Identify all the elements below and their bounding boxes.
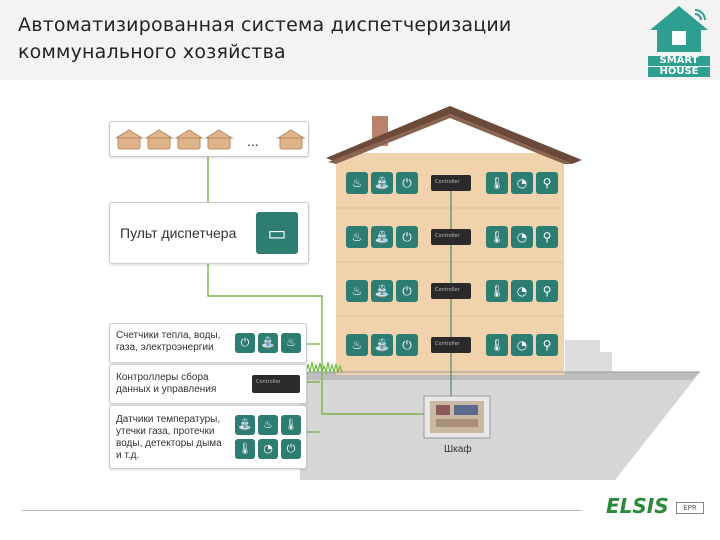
sensors-label-line-2: утечки газа, протечки [116,426,215,437]
houses-panel: ... [109,121,309,157]
logo-text-house: HOUSE [648,67,710,77]
title-line-1: Автоматизированная система диспетчеризац… [18,14,512,36]
plug-icon: ⏻ [396,280,418,302]
controllers-label-line-1: Контроллеры сбора [116,372,209,383]
ground-slab [300,372,700,480]
flame-icon: ♨ [346,280,368,302]
smoke-detector-icon: ◔ [511,280,533,302]
page-title: Автоматизированная система диспетчеризац… [18,12,511,66]
cabinet-label: Шкаф [444,444,472,455]
controller-device-icon: Controller [431,283,471,299]
flame-icon: ♨ [346,226,368,248]
controllers-panel: Контроллеры сбора данных и управления Co… [109,364,307,404]
footer-divider [22,510,582,511]
logo-text-smart: SMART [648,56,710,66]
grass [305,361,343,375]
smart-house-logo: SMART HOUSE [648,4,710,78]
smoke-detector-icon: ◔ [511,334,533,356]
thermometer-icon: 🌡 [486,172,508,194]
thermometer-icon: 🌡 [486,280,508,302]
plug-icon: ⏻ [396,172,418,194]
houses-icons [116,129,306,150]
faucet-icon: ⛲ [258,333,278,353]
faucet-icon: ⛲ [371,334,393,356]
controller-device-icon: Controller [252,375,300,393]
flame-icon: ♨ [346,334,368,356]
dispatcher-panel: Пульт диспетчера ▭ [109,202,309,264]
controllers-label-line-2: данных и управления [116,384,217,395]
faucet-icon: ⛲ [371,280,393,302]
thermometer-icon: 🌡 [486,334,508,356]
plug-icon: ⏻ [396,334,418,356]
sensors-label-line-3: воды, детекторы дыма [116,438,222,449]
plug-icon: ⏻ [281,439,301,459]
controller-device-icon: Controller [431,175,471,191]
house-logo-icon [650,6,708,52]
controller-device-icon: Controller [431,229,471,245]
controller-device-icon: Controller [431,337,471,353]
monitor-icon: ▭ [256,212,298,254]
dispatcher-label: Пульт диспетчера [120,225,237,241]
faucet-icon: ⛲ [371,226,393,248]
flame-icon: ♨ [346,172,368,194]
flame-icon: ♨ [258,415,278,435]
flame-icon: ♨ [281,333,301,353]
sensors-label-line-1: Датчики температуры, [116,414,221,425]
temperature-probe-icon: ⚲ [536,334,558,356]
thermometer-icon: 🌡 [235,439,255,459]
elsis-logo: ELSIS [606,494,669,518]
plug-icon: ⏻ [396,226,418,248]
smoke-detector-icon: ◔ [511,226,533,248]
plug-icon: ⏻ [235,333,255,353]
wires [207,156,428,433]
temperature-probe-icon: ⚲ [536,226,558,248]
faucet-icon: ⛲ [371,172,393,194]
elsis-logo-sub: EPR [676,502,704,514]
temperature-probe-icon: ⚲ [536,280,558,302]
temperature-probe-icon: ⚲ [536,172,558,194]
faucet-icon: ⛲ [235,415,255,435]
houses-ellipsis: ... [247,133,259,149]
smoke-detector-icon: ◔ [258,439,278,459]
meters-label-line-2: газа, электроэнергии [116,342,214,353]
header-bar [0,0,720,80]
meters-label-line-1: Счетчики тепла, воды, [116,330,221,341]
thermometer-icon: 🌡 [281,415,301,435]
sensors-label-line-4: и т.д. [116,450,140,461]
meters-panel: Счетчики тепла, воды, газа, электроэнерг… [109,323,307,363]
smoke-detector-icon: ◔ [511,172,533,194]
thermometer-icon: 🌡 [486,226,508,248]
title-line-2: коммунального хозяйства [18,41,286,63]
stairs [565,340,612,372]
sensors-panel: Датчики температуры, утечки газа, протеч… [109,405,307,469]
